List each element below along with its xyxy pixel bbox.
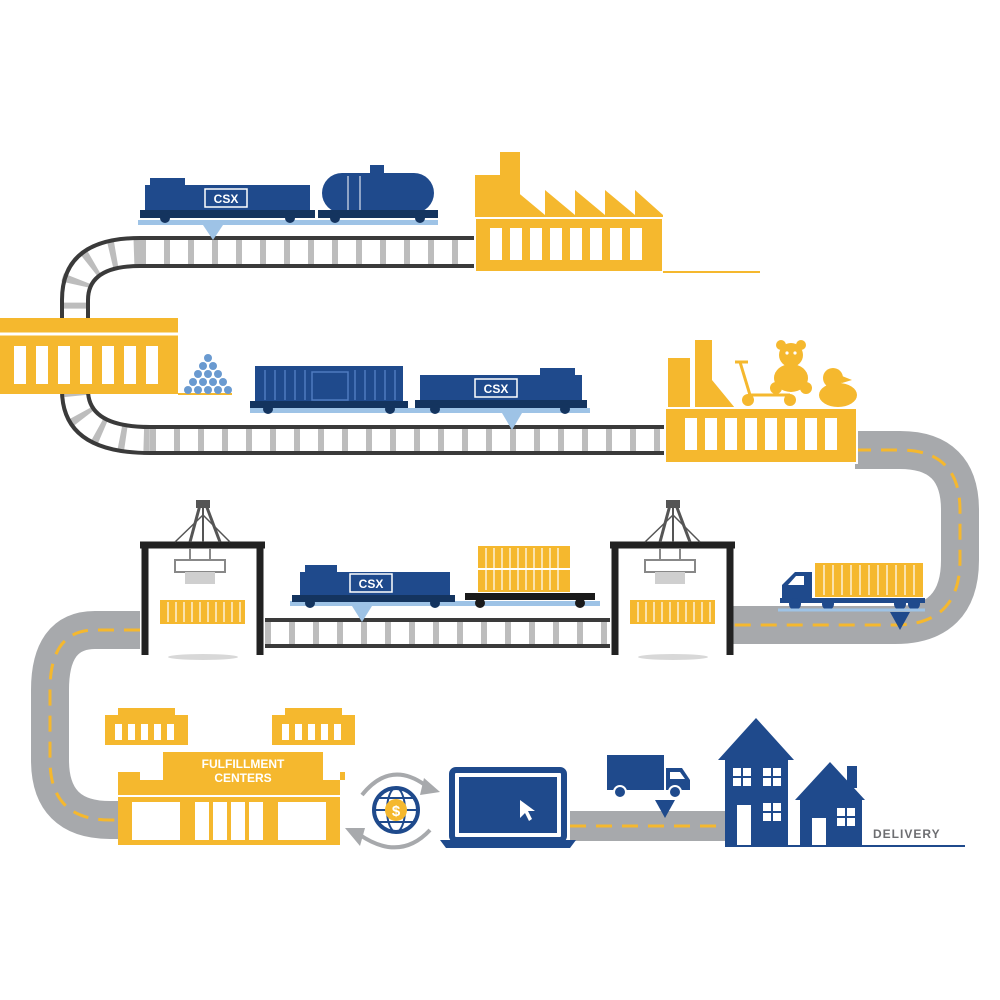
delivery-truck-icon	[607, 755, 690, 818]
locomotive-icon: CSX	[292, 565, 455, 608]
globe-dollar-icon: $	[345, 772, 440, 850]
boxcar-icon	[250, 366, 408, 414]
rail-track-curve-upper	[60, 236, 141, 320]
toy-factory-icon	[664, 340, 858, 464]
location-pin-icon	[502, 413, 522, 430]
road	[31, 431, 979, 841]
location-pin-icon	[890, 612, 910, 630]
location-pin-icon	[203, 225, 223, 240]
truck-icon	[778, 563, 925, 630]
csx-logo: CSX	[359, 577, 384, 591]
fulfillment-label-line-1: FULFILLMENT	[202, 757, 285, 771]
small-warehouse-icon	[105, 708, 188, 745]
raw-materials-pile-icon	[184, 354, 232, 394]
warehouse-icon	[0, 318, 232, 395]
small-warehouse-icon	[272, 708, 355, 745]
gantry-crane-icon	[140, 500, 265, 660]
svg-text:$: $	[392, 803, 401, 820]
rail-track-curve-lower	[60, 389, 151, 455]
train-top: CSX	[138, 165, 438, 240]
csx-logo: CSX	[214, 192, 239, 206]
rail-track-top	[140, 236, 475, 268]
gantry-crane-icon	[610, 500, 735, 660]
house-icon	[795, 762, 865, 846]
factory-icon	[474, 152, 760, 273]
location-pin-icon	[352, 606, 372, 622]
toys-icon	[735, 340, 857, 407]
locomotive-icon: CSX	[415, 368, 587, 414]
house-icon	[718, 718, 794, 846]
container-flatcar-icon	[465, 546, 595, 608]
tank-car-icon	[318, 165, 438, 223]
cursor-icon	[520, 800, 535, 821]
train-port: CSX	[290, 546, 600, 622]
csx-logo: CSX	[484, 382, 509, 396]
fulfillment-center-icon: FULFILLMENT CENTERS	[118, 752, 345, 845]
shipping-container-icon	[630, 600, 715, 624]
rail-track-middle	[150, 425, 665, 455]
laptop-icon	[440, 767, 576, 848]
train-middle: CSX	[250, 366, 590, 430]
locomotive-icon: CSX	[140, 178, 315, 223]
location-pin-icon	[655, 800, 675, 818]
delivery-label: DELIVERY	[873, 827, 941, 841]
fulfillment-label-line-2: CENTERS	[214, 771, 271, 785]
rail-track-port	[265, 618, 610, 648]
shipping-container-icon	[160, 600, 245, 624]
